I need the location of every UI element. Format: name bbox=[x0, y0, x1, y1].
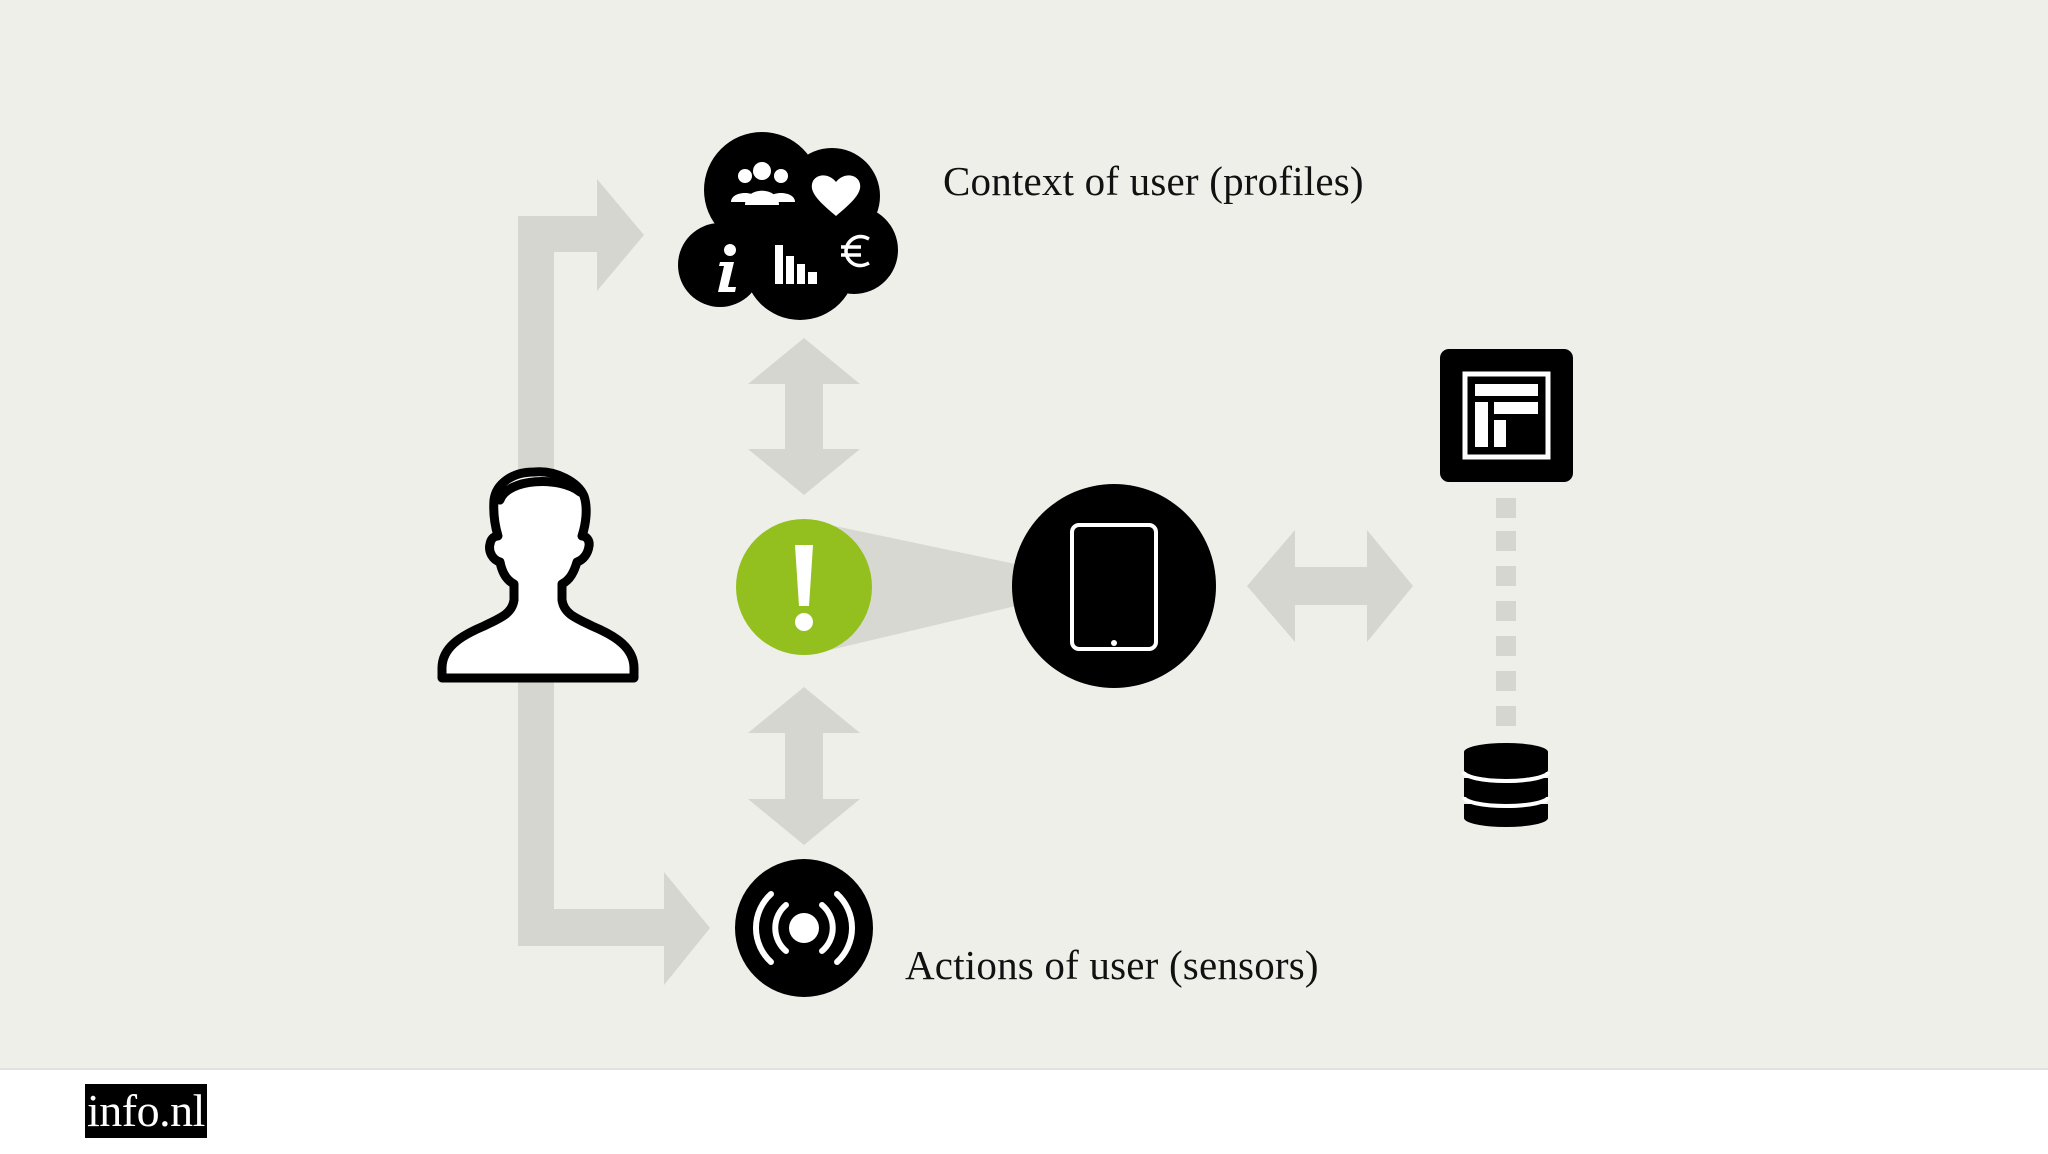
arrow-to-sensors-head bbox=[664, 872, 710, 985]
tablet-icon bbox=[1012, 484, 1216, 688]
arrow-to-context-shaft bbox=[518, 216, 598, 252]
flow-arrows bbox=[518, 179, 1413, 985]
euro-icon bbox=[841, 234, 870, 268]
group-icon bbox=[731, 162, 795, 205]
heart-icon bbox=[811, 175, 861, 216]
dashed-connector bbox=[1496, 498, 1516, 726]
cloud-icon bbox=[678, 132, 898, 320]
double-arrow-context-alert bbox=[748, 338, 860, 495]
info-icon bbox=[718, 244, 736, 292]
arrow-to-sensors-shaft bbox=[518, 909, 666, 946]
diagram bbox=[437, 132, 1573, 997]
user-icon bbox=[437, 467, 639, 683]
actions-label: Actions of user (sensors) bbox=[905, 942, 1319, 988]
sensor-icon bbox=[735, 859, 873, 997]
double-arrow-alert-sensors bbox=[748, 687, 860, 845]
alert-icon bbox=[736, 519, 872, 655]
double-arrow-device-server bbox=[1247, 530, 1413, 642]
context-label: Context of user (profiles) bbox=[943, 158, 1364, 204]
logo[interactable]: info.nl bbox=[85, 1084, 207, 1138]
bar-chart-icon bbox=[775, 245, 817, 284]
signal-beam bbox=[830, 525, 1020, 650]
footer: info.nl bbox=[0, 1068, 2048, 1154]
layout-icon bbox=[1440, 349, 1573, 482]
arrow-to-context-head bbox=[597, 179, 644, 291]
database-icon bbox=[1462, 743, 1550, 827]
